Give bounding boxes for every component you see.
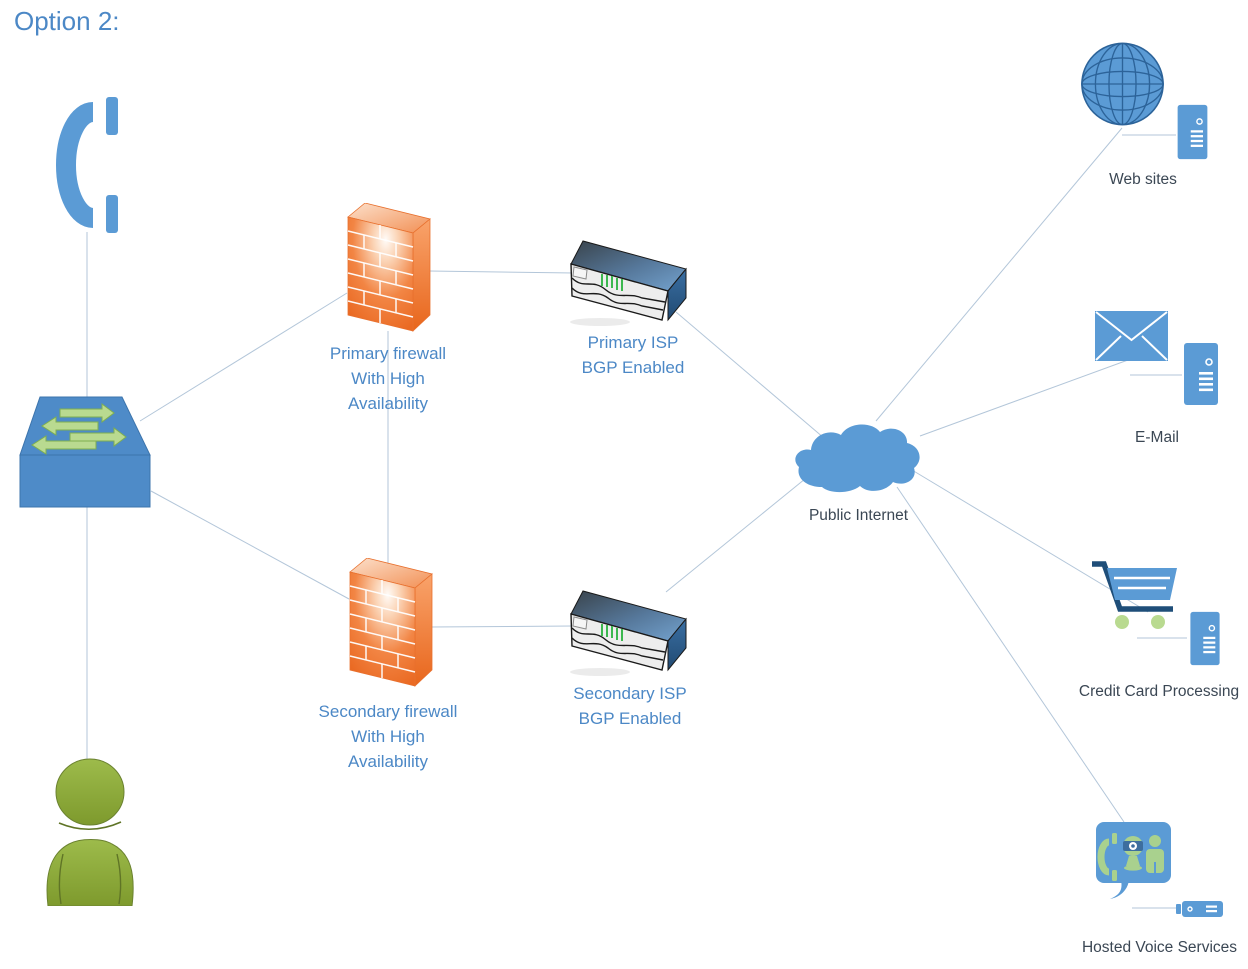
network-switch-icon: [18, 393, 152, 511]
person-icon: [40, 756, 135, 906]
connector-line: [139, 292, 348, 422]
page-title: Option 2:: [14, 6, 120, 36]
connector-line: [911, 469, 1149, 613]
secondary-firewall-icon: [342, 558, 437, 690]
arrow-left-icon: [41, 416, 99, 436]
connector-line: [665, 469, 817, 593]
hosted-voice-label: Hosted Voice Services: [1081, 939, 1238, 956]
primary-isp-router-icon: [566, 236, 692, 328]
web-sites-label: Web sites: [1109, 171, 1177, 188]
web-server-icon: [1176, 104, 1209, 160]
connector-line: [150, 490, 350, 600]
telephone-icon: [56, 97, 118, 233]
connector-line: [896, 486, 1125, 823]
phone-glyph-icon: [1097, 838, 1110, 876]
shopping-cart-icon: [1090, 553, 1185, 633]
connector-line: [429, 625, 574, 628]
primary-firewall-label: Primary firewall With High Availability: [329, 344, 447, 413]
credit-server-icon: [1187, 611, 1223, 666]
email-label: E-Mail: [1135, 429, 1179, 446]
connector-line: [675, 311, 825, 439]
arrow-right-icon: [59, 403, 115, 423]
envelope-icon: [1095, 311, 1168, 361]
email-server-icon: [1181, 342, 1221, 406]
secondary-firewall-label: Secondary firewall With High Availabilit…: [318, 702, 458, 771]
secondary-isp-router-icon: [566, 586, 692, 678]
cloud-label: Public Internet: [808, 507, 909, 524]
arrow-left-icon: [31, 435, 97, 455]
connector-line: [875, 127, 1123, 422]
webcam-glyph-icon: [1123, 836, 1143, 871]
voice-gateway-icon: [1176, 898, 1224, 920]
secondary-isp-label: Secondary ISP BGP Enabled: [573, 684, 687, 728]
cloud-icon: [792, 414, 924, 496]
globe-icon: [1079, 40, 1166, 128]
primary-isp-label: Primary ISP BGP Enabled: [581, 333, 685, 377]
primary-firewall-icon: [340, 203, 435, 335]
voice-bubble-icon: [1095, 820, 1175, 900]
connector-line: [919, 359, 1129, 437]
credit-card-label: Credit Card Processing: [1078, 683, 1240, 700]
person-glyph-icon: [1146, 835, 1164, 873]
connector-line: [428, 270, 575, 274]
